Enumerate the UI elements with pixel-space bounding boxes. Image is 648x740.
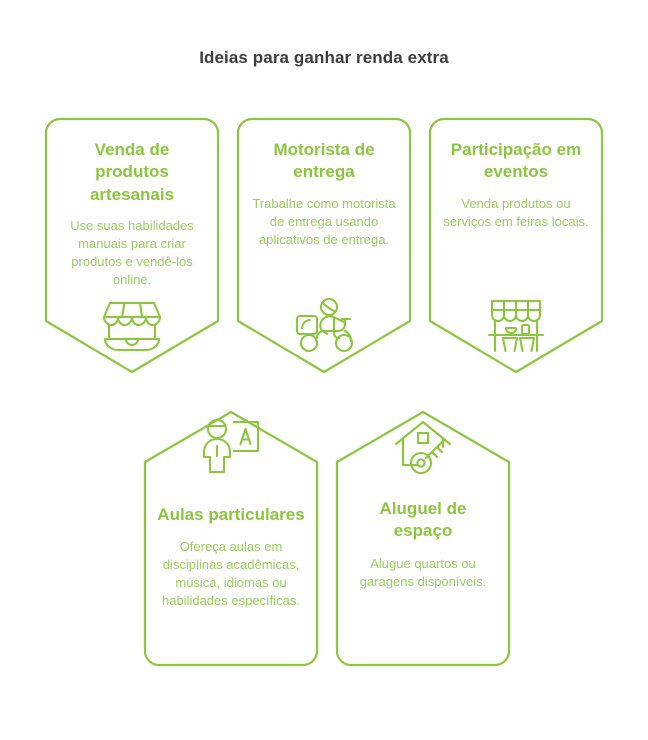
card-aulas-particulares[interactable]: Aulas particulares Ofereça aulas em disc… xyxy=(143,392,319,667)
card-description: Venda produtos ou serviços em feiras loc… xyxy=(443,195,589,229)
card-title: Participação em eventos xyxy=(450,140,582,182)
card-title: Motorista de entrega xyxy=(273,140,375,182)
card-title: Aulas particulares xyxy=(157,505,305,524)
card-shape-pennant-down xyxy=(428,117,604,374)
card-shape-pennant-down xyxy=(44,117,220,374)
card-text-block: Aulas particulares Ofereça aulas em disc… xyxy=(143,392,319,610)
card-description: Trabalhe como motorista de entrega usand… xyxy=(252,195,396,247)
card-title: Venda de produtos artesanais xyxy=(89,140,175,204)
card-title: Aluguel de espaço xyxy=(379,499,467,541)
card-text-block: Venda de produtos artesanais Use suas ha… xyxy=(44,139,220,289)
card-icon-wrap xyxy=(428,297,604,355)
page-title: Ideias para ganhar renda extra xyxy=(199,48,449,67)
card-text-block: Motorista de entrega Trabalhe como motor… xyxy=(236,139,412,249)
card-icon-wrap xyxy=(236,297,412,353)
card-shape-pennant-down xyxy=(236,117,412,374)
card-shape-pennant-up xyxy=(143,410,319,667)
card-icon-wrap xyxy=(157,418,305,476)
card-description: Alugue quartos ou garagens disponíveis. xyxy=(359,555,487,589)
card-icon-wrap xyxy=(349,418,497,476)
storefront-icon xyxy=(102,301,162,352)
house-key-icon xyxy=(394,420,452,475)
card-participacao-em-eventos[interactable]: Participação em eventos Venda produtos o… xyxy=(428,117,604,374)
card-venda-de-produtos-artesanais[interactable]: Venda de produtos artesanais Use suas ha… xyxy=(44,117,220,374)
card-text-block: Participação em eventos Venda produtos o… xyxy=(428,139,604,231)
market-booth-icon xyxy=(487,299,545,353)
teacher-board-icon xyxy=(202,418,260,474)
delivery-scooter-icon xyxy=(295,297,354,353)
card-aluguel-de-espaco[interactable]: Aluguel de espaço Alugue quartos ou gara… xyxy=(335,392,511,667)
card-text-block: Aluguel de espaço Alugue quartos ou gara… xyxy=(335,392,511,591)
card-description: Ofereça aulas em disciplinas acadêmicas,… xyxy=(161,539,301,609)
card-shape-pennant-up xyxy=(335,410,511,667)
card-description: Use suas habilidades manuais para criar … xyxy=(70,218,194,288)
card-motorista-de-entrega[interactable]: Motorista de entrega Trabalhe como motor… xyxy=(236,117,412,374)
card-icon-wrap xyxy=(44,297,220,353)
